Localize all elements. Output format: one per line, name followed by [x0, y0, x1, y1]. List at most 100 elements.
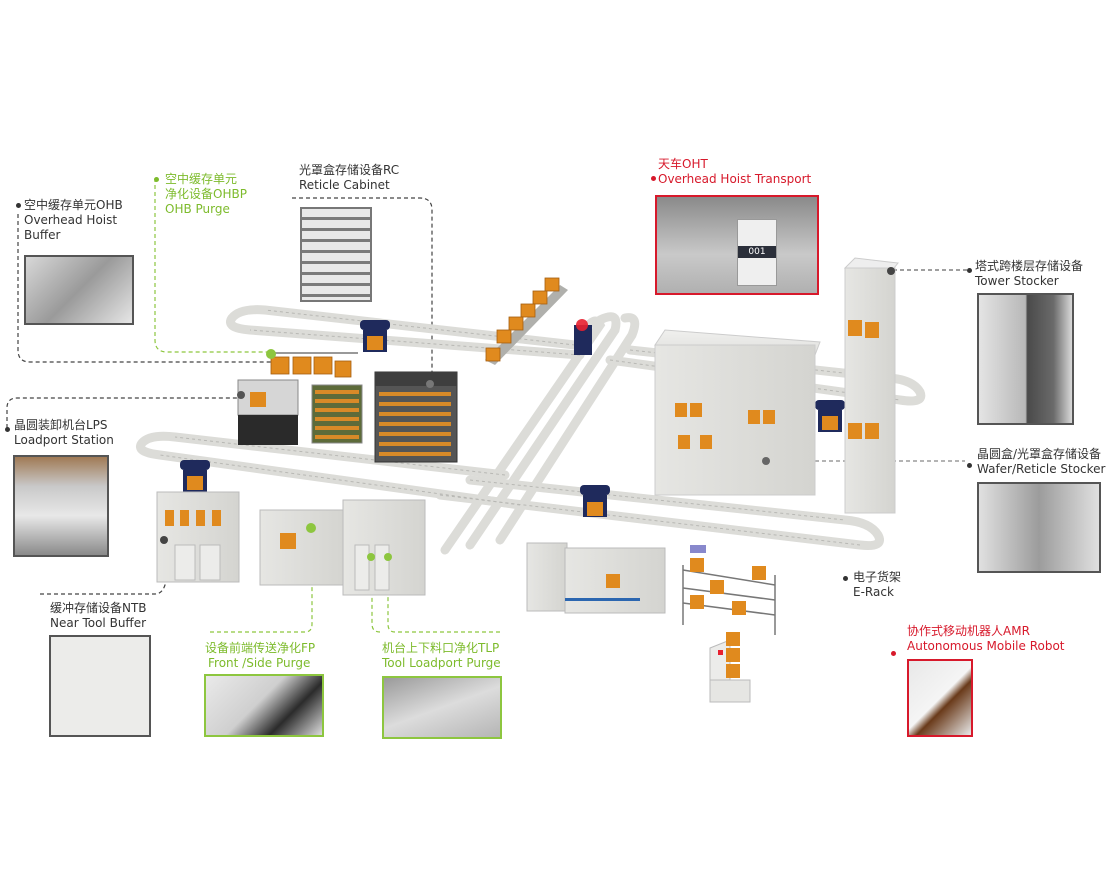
- callout-tlp-zh: 机台上下料口净化TLP: [382, 641, 500, 655]
- callout-ohbp-en: OHB Purge: [165, 202, 230, 216]
- photo-fp: [204, 674, 324, 737]
- photo-fp-image: [206, 676, 322, 735]
- photo-tlp: [382, 676, 502, 739]
- callout-rc: 光罩盒存储设备RC Reticle Cabinet: [299, 163, 399, 193]
- callout-ohb: 空中缓存单元OHB Overhead Hoist Buffer: [16, 198, 123, 243]
- lps-machine: [237, 379, 299, 445]
- connector-lps: [6, 397, 240, 428]
- photo-rc: [300, 207, 372, 302]
- callout-ohb-zh: 空中缓存单元OHB: [24, 198, 123, 212]
- callout-erack-zh: 电子货架: [853, 570, 902, 584]
- connector-ohbp: [154, 178, 270, 353]
- callout-ohbp-zh2: 净化设备OHBP: [165, 187, 247, 201]
- photo-stocker-image: [979, 484, 1099, 571]
- photo-tower: [977, 293, 1074, 425]
- callout-fp-en: Front /Side Purge: [208, 656, 311, 670]
- callout-ohb-en2: Buffer: [24, 228, 61, 242]
- callout-ntb-en: Near Tool Buffer: [50, 616, 147, 630]
- photo-ntb-image: [51, 637, 149, 735]
- photo-lps-image: [15, 457, 107, 555]
- photo-ohb: [24, 255, 134, 325]
- connector-ohb: [17, 214, 272, 363]
- connector-tlp: [371, 555, 500, 633]
- tower-stocker-machine: [843, 257, 899, 514]
- oht-vehicle-highlighted: [574, 319, 592, 355]
- callout-stocker: 晶圆盒/光罩盒存储设备 Wafer/Reticle Stocker: [967, 447, 1106, 477]
- connector-rc: [292, 197, 433, 380]
- callout-tower-zh: 塔式跨楼层存储设备: [975, 259, 1084, 273]
- callout-erack-en: E-Rack: [853, 585, 894, 599]
- rail-spine-1: [465, 312, 621, 550]
- callout-lps-zh: 晶圆装卸机台LPS: [14, 418, 108, 432]
- callout-amr-dot: [891, 651, 896, 656]
- callout-oht-dot: [651, 176, 656, 181]
- connector-ntb: [40, 539, 168, 595]
- photo-ohb-image: [26, 257, 132, 323]
- photo-oht-image: 001: [657, 197, 817, 293]
- reticle-rack: [311, 384, 363, 444]
- oht-photo-vehicle-id: 001: [738, 246, 776, 258]
- photo-oht: 001: [655, 195, 819, 295]
- callout-tlp: 机台上下料口净化TLP Tool Loadport Purge: [382, 641, 501, 671]
- callout-ntb-zh: 缓冲存储设备NTB: [50, 601, 147, 615]
- callout-ohb-en1: Overhead Hoist: [24, 213, 118, 227]
- photo-tlp-image: [384, 678, 500, 737]
- photo-lps: [13, 455, 109, 557]
- callout-amr: 协作式移动机器人AMR Autonomous Mobile Robot: [891, 624, 1065, 656]
- photo-amr: [907, 659, 973, 737]
- oht-vehicles: [180, 319, 845, 517]
- oht-vehicle-1: [360, 320, 390, 352]
- callout-fp-zh: 设备前端传送净化FP: [205, 641, 316, 655]
- fp-tool: [259, 509, 345, 586]
- rail-loop-right: [605, 345, 926, 406]
- photo-tower-image: [979, 295, 1072, 423]
- rail-spine-3: [495, 313, 640, 545]
- callout-amr-zh: 协作式移动机器人AMR: [907, 624, 1030, 638]
- callout-tower-dot: [967, 268, 972, 273]
- photo-stocker: [977, 482, 1101, 573]
- callout-lps-en: Loadport Station: [14, 433, 114, 447]
- callout-ohbp: 空中缓存单元 净化设备OHBP OHB Purge: [154, 172, 247, 217]
- callout-fp: 设备前端传送净化FP Front /Side Purge: [205, 641, 315, 671]
- reticle-cabinet-machine: [374, 371, 458, 463]
- callout-ntb: 缓冲存储设备NTB Near Tool Buffer: [50, 601, 147, 631]
- oht-photo-vehicle: 001: [737, 219, 777, 286]
- callout-tower: 塔式跨楼层存储设备 Tower Stocker: [967, 259, 1084, 289]
- photo-ntb: [49, 635, 151, 737]
- callout-stocker-en: Wafer/Reticle Stocker: [977, 462, 1106, 476]
- callout-lps: 晶圆装卸机台LPS Loadport Station: [5, 418, 114, 448]
- ntb-machine: [156, 491, 240, 583]
- e-rack-machine: [682, 545, 776, 635]
- callout-lps-dot: [5, 427, 10, 432]
- rail-loop-top: [226, 305, 585, 360]
- conveyor-with-foups: [485, 277, 568, 365]
- oht-vehicle-4: [815, 400, 845, 432]
- rail-loop-left: [136, 431, 525, 510]
- rail-loop-bottom: [435, 475, 884, 550]
- callout-ohbp-zh1: 空中缓存单元: [165, 172, 238, 186]
- callout-oht-en: Overhead Hoist Transport: [658, 172, 812, 186]
- stocker-machine: [654, 329, 821, 496]
- callout-amr-en: Autonomous Mobile Robot: [907, 639, 1065, 653]
- callout-oht-zh: 天车OHT: [658, 157, 708, 171]
- amr-machine: [709, 632, 751, 703]
- callout-tower-en: Tower Stocker: [975, 274, 1059, 288]
- callout-rc-en: Reticle Cabinet: [299, 178, 390, 192]
- connector-fp: [210, 530, 313, 633]
- photo-rc-image: [302, 209, 370, 300]
- callout-ohb-dot: [16, 203, 21, 208]
- callout-rc-zh: 光罩盒存储设备RC: [299, 163, 400, 177]
- callout-erack-dot: [843, 576, 848, 581]
- photo-amr-image: [909, 661, 971, 735]
- callout-erack: 电子货架 E-Rack: [843, 570, 902, 600]
- tlp-tool: [342, 499, 426, 596]
- callout-oht: 天车OHT Overhead Hoist Transport: [651, 157, 812, 187]
- oht-vehicle-3: [580, 485, 610, 517]
- process-tool: [526, 542, 666, 614]
- callout-stocker-zh: 晶圆盒/光罩盒存储设备: [977, 447, 1102, 461]
- ohb-shelf: [266, 349, 358, 378]
- oht-vehicle-2: [180, 460, 210, 492]
- callout-stocker-dot: [967, 463, 972, 468]
- callout-ohbp-dot: [154, 177, 159, 182]
